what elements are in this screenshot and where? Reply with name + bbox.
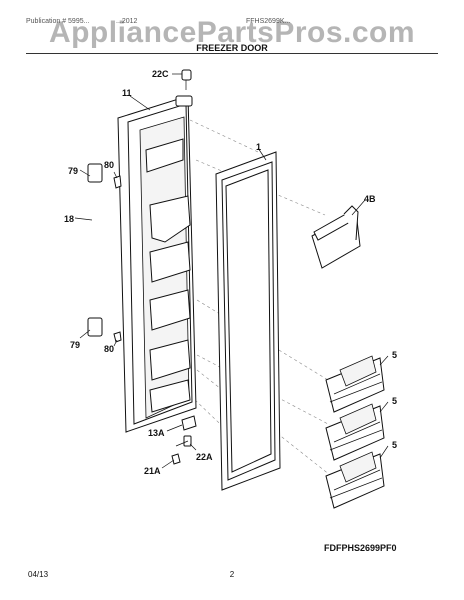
page-title: FREEZER DOOR	[196, 43, 268, 53]
page-number: 2	[229, 570, 235, 579]
callout-13A: 13A	[148, 428, 165, 438]
callout-4B: 4B	[364, 194, 376, 204]
callout-5-lower: 5	[392, 440, 397, 450]
callout-80-lower: 80	[104, 344, 114, 354]
callout-5-upper: 5	[392, 350, 397, 360]
wire-baskets	[325, 355, 385, 509]
publication-date: ...2012	[116, 18, 138, 25]
hinge-parts	[171, 415, 197, 465]
leader-lines	[74, 73, 389, 469]
model-number: FDFPHS2699PF0	[324, 543, 397, 553]
door-gasket	[215, 151, 281, 491]
callout-1: 1	[256, 142, 261, 152]
footer-date: 04/13	[28, 570, 49, 579]
callout-21A: 21A	[144, 466, 161, 476]
wire-basket-lower	[325, 451, 385, 509]
fasteners	[113, 69, 192, 343]
callout-18: 18	[64, 214, 74, 224]
title-rule	[26, 53, 438, 54]
publication-number: Publication # 5995...	[26, 18, 90, 25]
callout-11: 11	[122, 88, 132, 98]
callout-22A: 22A	[196, 452, 213, 462]
publication-code: FFHS2699K...	[246, 18, 291, 25]
callout-80-upper: 80	[104, 160, 114, 170]
wire-basket-upper	[325, 355, 385, 413]
callout-5-middle: 5	[392, 396, 397, 406]
door-bin-small	[311, 205, 361, 269]
watermark: AppliancePartsPros.com	[48, 16, 416, 49]
door-shell	[117, 95, 197, 433]
callout-79-lower: 79	[70, 340, 80, 350]
callout-22C: 22C	[152, 69, 169, 79]
exploded-parts-diagram: 22C 11 1 79 80 18 4B 79 80 5 5 5 13A 22A…	[64, 69, 397, 509]
door-handle	[87, 163, 108, 337]
wire-basket-middle	[325, 403, 385, 461]
callout-79-upper: 79	[68, 166, 78, 176]
